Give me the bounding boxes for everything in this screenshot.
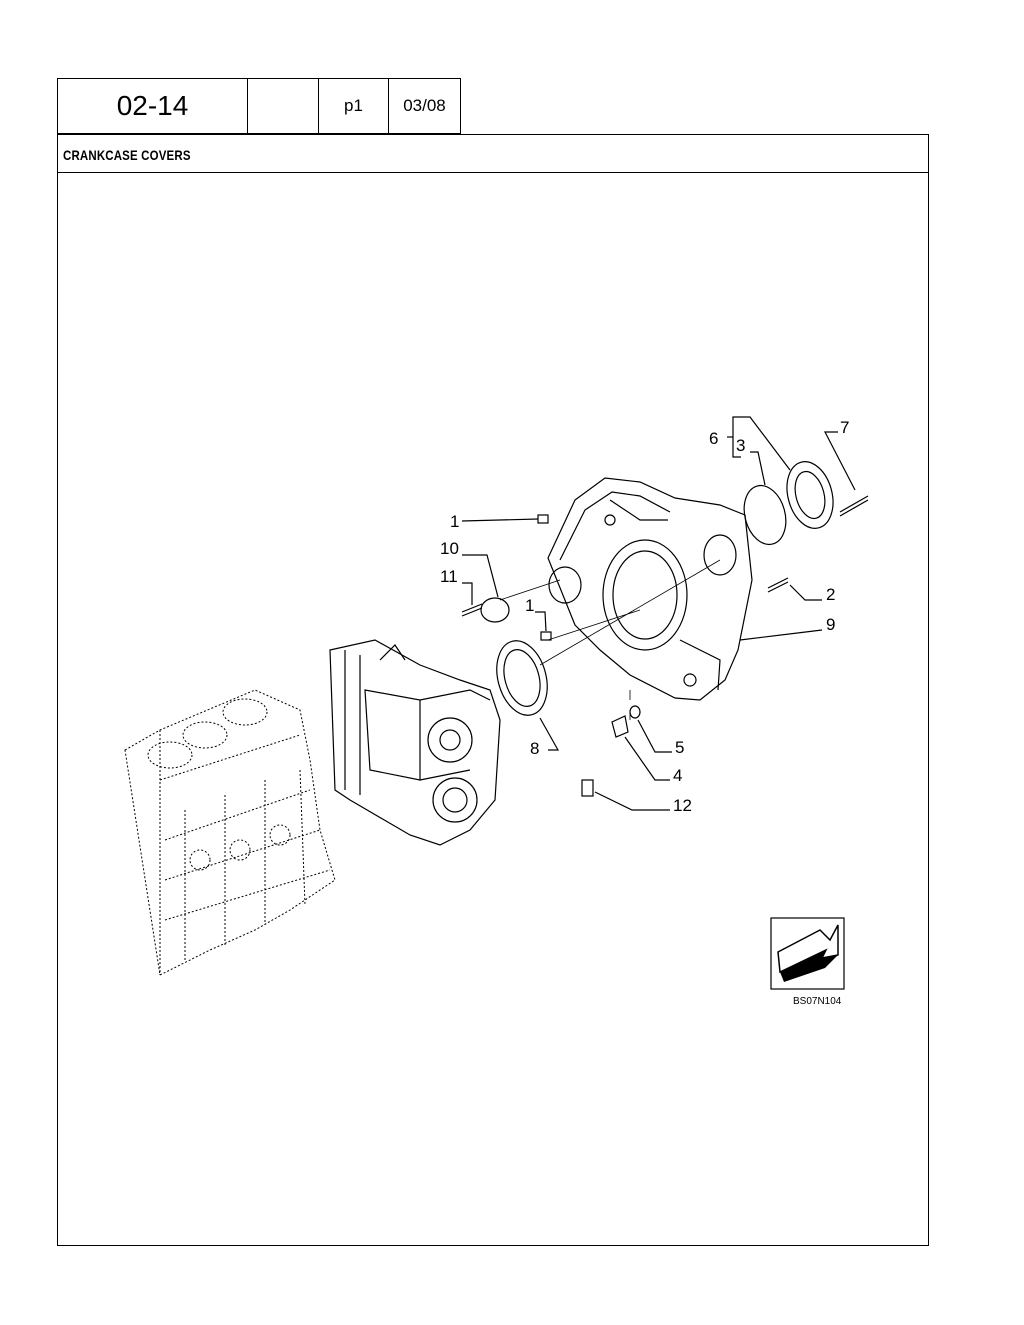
bolt-11-illustration: [461, 603, 483, 617]
title-row: CRANKCASE COVERS: [58, 135, 928, 173]
seal-ring-illustration: [496, 640, 548, 716]
alignment-lines: [499, 559, 721, 666]
leader-9: [739, 629, 823, 641]
washer-5-illustration: [629, 705, 641, 719]
section-code: 02-14: [57, 78, 248, 134]
leader-2: [789, 584, 822, 601]
bolt-2-illustration: [767, 577, 789, 593]
orientation-arrow-icon: [770, 917, 845, 990]
dowel-upper-illustration: [537, 514, 549, 524]
leader-5: [637, 719, 672, 753]
callout-4: 4: [673, 766, 682, 785]
callout-11: 11: [440, 567, 458, 586]
leader-4: [624, 736, 670, 781]
leader-10: [462, 554, 499, 598]
o-ring-illustration: [743, 484, 787, 546]
callout-2: 2: [826, 585, 835, 604]
leader-3: [750, 451, 766, 486]
leader-8: [539, 717, 560, 751]
diagram-frame: CRANKCASE COVERS: [57, 134, 929, 1246]
callout-7: 7: [840, 418, 849, 437]
leader-6-bracket: [732, 416, 791, 471]
cover-plate-illustration: [480, 597, 510, 623]
plug-12-illustration: [581, 779, 594, 797]
callout-3: 3: [736, 436, 745, 455]
plug-4-illustration: [611, 715, 629, 738]
revision-date-text: 03/08: [403, 96, 446, 115]
leader-1-lower: [535, 611, 547, 632]
callout-10: 10: [440, 539, 459, 558]
leader-11: [462, 582, 473, 605]
callout-1-lower: 1: [525, 596, 534, 615]
page-number-text: p1: [344, 96, 363, 115]
leader-1-upper: [461, 518, 539, 522]
section-code-text: 02-14: [116, 90, 189, 121]
front-cover-illustration: [547, 477, 753, 701]
page-title: CRANKCASE COVERS: [63, 147, 191, 163]
figure-code: BS07N104: [793, 996, 842, 1007]
leader-7: [824, 431, 856, 491]
leader-12: [594, 791, 670, 811]
callout-6: 6: [709, 429, 718, 448]
dowel-lower-illustration: [540, 631, 552, 641]
callout-9: 9: [826, 615, 835, 634]
callout-5: 5: [675, 738, 684, 757]
revision-date: 03/08: [388, 78, 461, 134]
callout-8: 8: [530, 739, 539, 758]
callout-12: 12: [673, 796, 692, 815]
callout-1-upper: 1: [450, 512, 459, 531]
bolt-7-illustration: [839, 495, 869, 517]
gear-housing-illustration: [329, 639, 501, 846]
engine-block-illustration: [124, 689, 336, 976]
seal-housing-illustration: [786, 461, 834, 529]
